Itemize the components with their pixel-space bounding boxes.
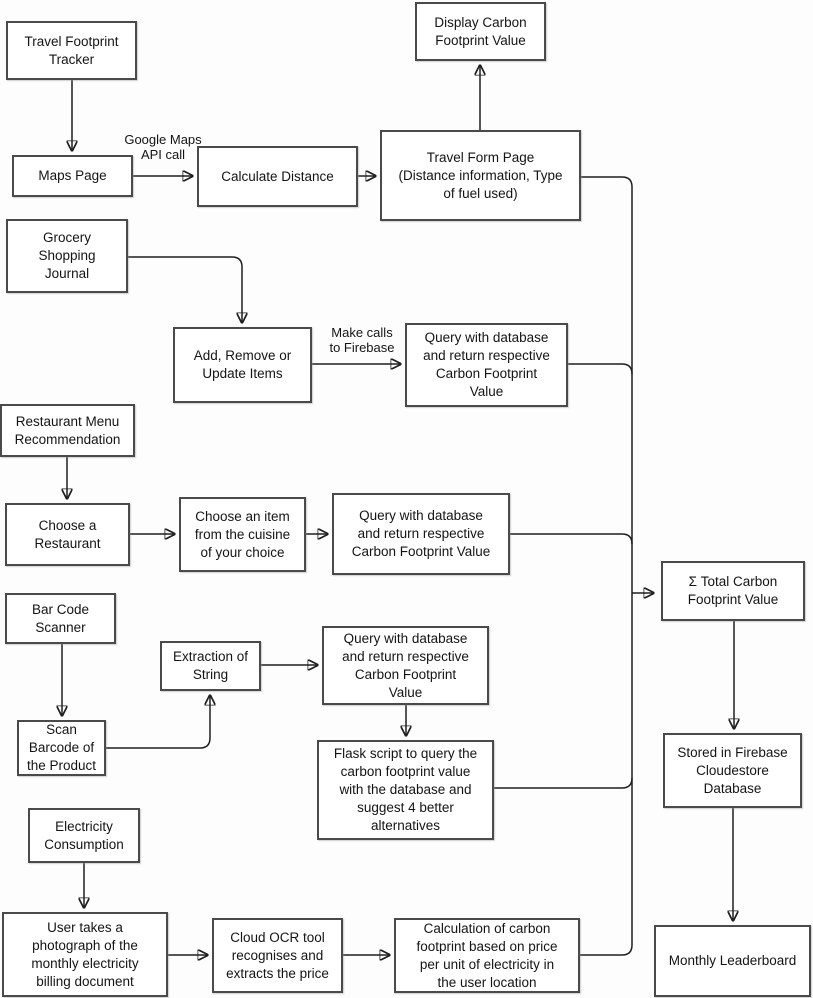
node-travel-footprint-tracker: Travel Footprint Tracker bbox=[6, 21, 137, 80]
node-extraction-of-string: Extraction of String bbox=[160, 641, 261, 691]
node-calculation-carbon-electricity: Calculation of carbon footprint based on… bbox=[394, 918, 580, 993]
node-user-photograph-bill: User takes a photograph of the monthly e… bbox=[2, 912, 168, 997]
node-display-carbon-footprint-value: Display Carbon Footprint Value bbox=[415, 2, 546, 61]
branch-query-restaurant-to-trunk bbox=[510, 533, 633, 545]
branch-query-grocery-to-trunk bbox=[568, 363, 633, 375]
edge-grocery-to-add-remove bbox=[128, 256, 242, 322]
node-choose-restaurant: Choose a Restaurant bbox=[5, 503, 130, 566]
node-calculate-distance: Calculate Distance bbox=[197, 146, 358, 207]
node-query-grocery: Query with database and return respectiv… bbox=[405, 323, 568, 407]
node-monthly-leaderboard: Monthly Leaderboard bbox=[654, 925, 811, 997]
node-choose-item-cuisine: Choose an item from the cuisine of your … bbox=[179, 497, 306, 572]
make-calls-firebase-label: Make calls to Firebase bbox=[329, 325, 395, 355]
node-add-remove-update-items: Add, Remove or Update Items bbox=[173, 327, 312, 403]
branch-calculation-to-trunk bbox=[580, 944, 633, 956]
node-travel-form-page: Travel Form Page (Distance information, … bbox=[380, 130, 581, 221]
node-sigma-total-carbon: Σ Total Carbon Footprint Value bbox=[661, 561, 805, 621]
node-cloud-ocr-tool: Cloud OCR tool recognises and extracts t… bbox=[212, 918, 343, 993]
node-maps-page: Maps Page bbox=[12, 155, 133, 197]
trunk-travel-form-to-merge bbox=[581, 176, 633, 945]
branch-flask-to-trunk bbox=[494, 777, 633, 789]
edge-scan-barcode-to-extraction bbox=[106, 696, 210, 749]
node-restaurant-menu-recommendation: Restaurant Menu Recommendation bbox=[0, 404, 135, 457]
node-scan-barcode-product: Scan Barcode of the Product bbox=[17, 720, 106, 776]
google-maps-api-call-label: Google Maps API call bbox=[124, 132, 202, 162]
node-flask-script: Flask script to query the carbon footpri… bbox=[317, 740, 494, 840]
node-electricity-consumption: Electricity Consumption bbox=[28, 808, 140, 863]
node-grocery-shopping-journal: Grocery Shopping Journal bbox=[6, 219, 128, 293]
node-stored-firebase-cloudestore: Stored in Firebase Cloudestore Database bbox=[663, 733, 802, 808]
node-query-restaurant: Query with database and return respectiv… bbox=[332, 493, 510, 575]
node-query-barcode: Query with database and return respectiv… bbox=[322, 626, 489, 705]
node-barcode-scanner: Bar Code Scanner bbox=[5, 593, 116, 644]
